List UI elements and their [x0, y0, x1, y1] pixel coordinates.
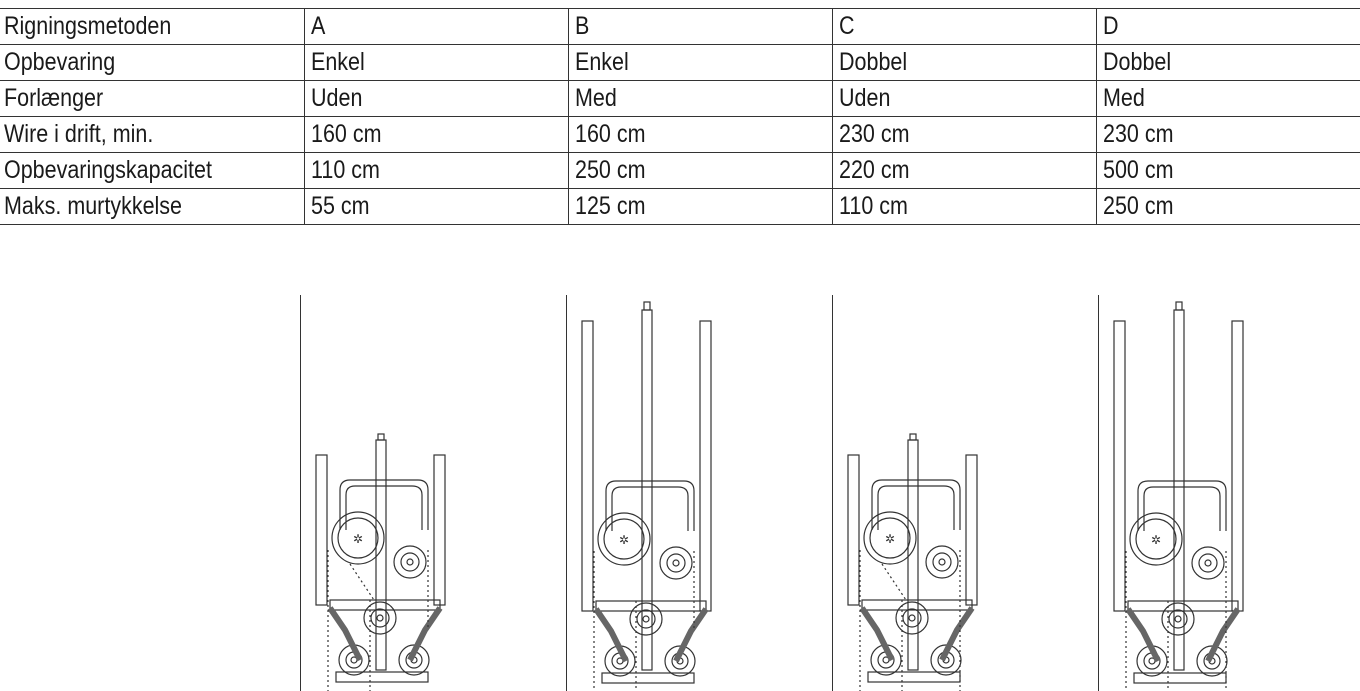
table-cell: Med — [1095, 80, 1360, 117]
table-cell: A — [303, 8, 569, 45]
svg-text:✲: ✲ — [619, 533, 629, 547]
row-label: Opbevaring — [0, 44, 305, 81]
column-divider — [832, 295, 833, 691]
table-cell: C — [831, 8, 1097, 45]
saw-frame: ✲ — [315, 433, 446, 691]
table-cell: 55 cm — [303, 188, 569, 225]
row-label: Opbevaringskapacitet — [0, 152, 305, 189]
table-cell: B — [567, 8, 833, 45]
table-row: Maks. murtykkelse 55 cm 125 cm 110 cm 25… — [0, 188, 1360, 225]
table-cell: 230 cm — [1095, 116, 1360, 153]
table-cell: 230 cm — [831, 116, 1097, 153]
specification-table: Rigningsmetoden A B C D Opbevaring Enkel… — [0, 8, 1360, 225]
table-cell: Dobbel — [831, 44, 1097, 81]
table-cell: 160 cm — [303, 116, 569, 153]
table-row: Opbevaring Enkel Enkel Dobbel Dobbel — [0, 44, 1360, 81]
saw-frame: ✲ — [847, 433, 978, 691]
wire-saw-diagram-a: ✲ — [310, 300, 460, 691]
table-cell: Enkel — [303, 44, 569, 81]
table-row: Wire i drift, min. 160 cm 160 cm 230 cm … — [0, 116, 1360, 153]
svg-text:✲: ✲ — [1151, 533, 1161, 547]
table-cell: 500 cm — [1095, 152, 1360, 189]
wire-saw-diagram-b: ✲ — [576, 296, 726, 691]
table-cell: Med — [567, 80, 833, 117]
table-cell: 250 cm — [1095, 188, 1360, 225]
table-row: Opbevaringskapacitet 110 cm 250 cm 220 c… — [0, 152, 1360, 189]
row-label: Wire i drift, min. — [0, 116, 305, 153]
row-label: Rigningsmetoden — [0, 8, 305, 45]
table-cell: Uden — [831, 80, 1097, 117]
table-cell: Dobbel — [1095, 44, 1360, 81]
table-cell: 110 cm — [303, 152, 569, 189]
column-divider — [1098, 295, 1099, 691]
table-cell: D — [1095, 8, 1360, 45]
table-cell: 160 cm — [567, 116, 833, 153]
wire-saw-diagram-c: ✲ — [842, 300, 992, 691]
row-label: Forlænger — [0, 80, 305, 117]
saw-frame: ✲ — [581, 301, 712, 691]
svg-text:✲: ✲ — [885, 532, 895, 546]
table-cell: Uden — [303, 80, 569, 117]
table-cell: 220 cm — [831, 152, 1097, 189]
table-row: Forlænger Uden Med Uden Med — [0, 80, 1360, 117]
wire-saw-diagram-d: ✲ — [1108, 296, 1258, 691]
table-row: Rigningsmetoden A B C D — [0, 8, 1360, 45]
saw-frame: ✲ — [1113, 301, 1244, 691]
row-label: Maks. murtykkelse — [0, 188, 305, 225]
column-divider — [300, 295, 301, 691]
table-cell: 125 cm — [567, 188, 833, 225]
table-cell: Enkel — [567, 44, 833, 81]
table-cell: 250 cm — [567, 152, 833, 189]
table-cell: 110 cm — [831, 188, 1097, 225]
column-divider — [566, 295, 567, 691]
svg-text:✲: ✲ — [353, 532, 363, 546]
